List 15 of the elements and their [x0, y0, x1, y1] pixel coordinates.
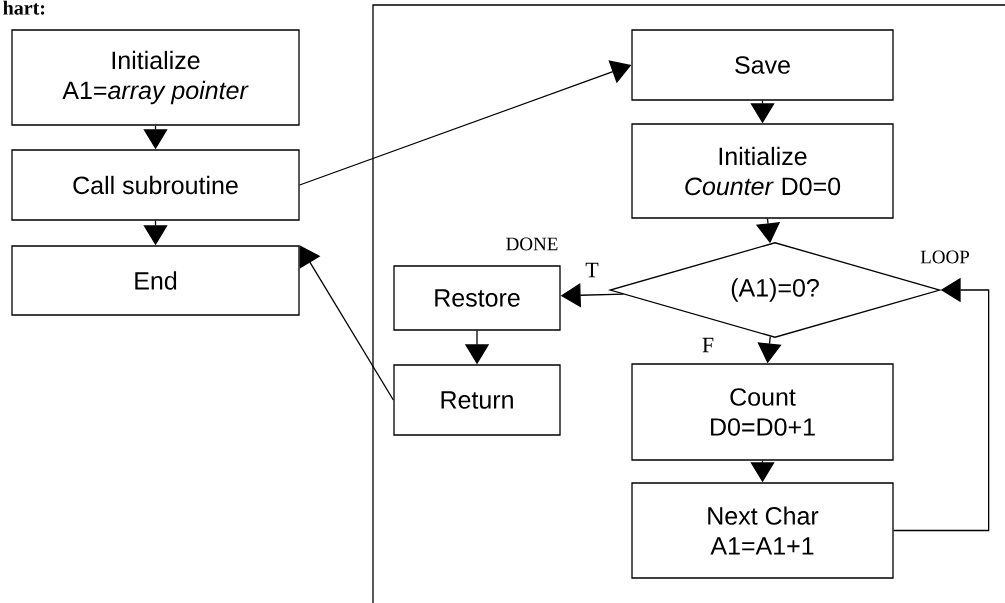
entry-label: LOOP — [920, 250, 970, 264]
process-box: Initialize A1=array pointer — [11, 29, 300, 126]
process-box: Restore — [393, 265, 561, 331]
process-box: Initialize Counter D0=0 — [631, 123, 894, 219]
heading: hart: — [3, 0, 45, 15]
process-box: Count D0=D0+1 — [631, 363, 894, 461]
process-box: End — [11, 245, 300, 316]
process-box: Next Char A1=A1+1 — [631, 482, 894, 579]
edge-label: F — [700, 336, 716, 354]
entry-label: DONE — [506, 237, 558, 251]
edge-label: T — [584, 261, 600, 279]
arrow — [299, 245, 394, 401]
process-box: Call subroutine — [11, 149, 300, 221]
process-box: Save — [631, 29, 894, 101]
process-box: Return — [393, 364, 561, 436]
